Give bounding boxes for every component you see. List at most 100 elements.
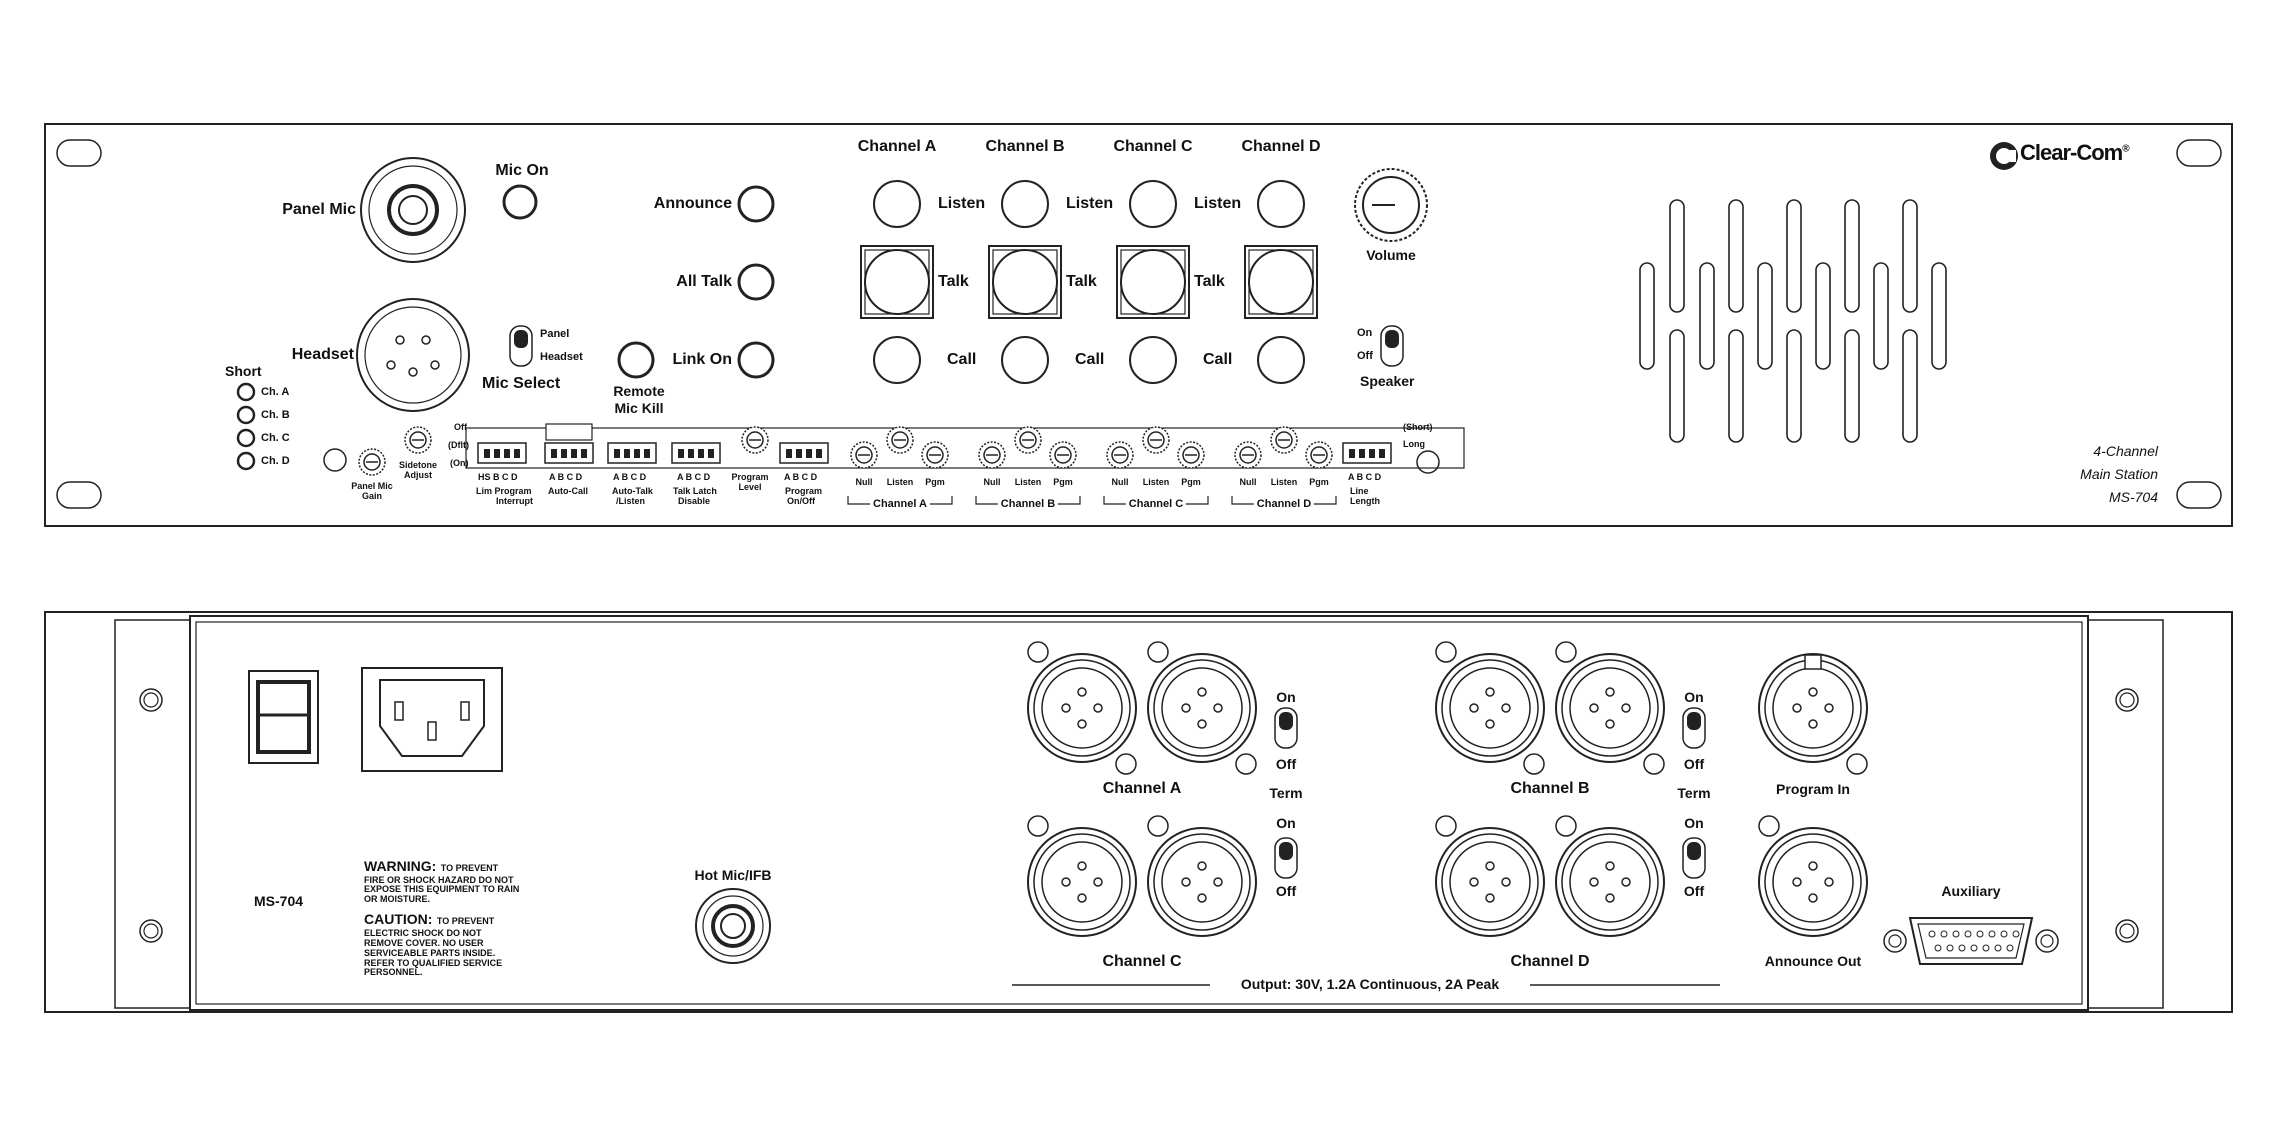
panel-mic-label: Panel Mic bbox=[282, 201, 356, 218]
trim-d-title: Channel D bbox=[1253, 498, 1315, 511]
channel-a-controls bbox=[860, 180, 934, 384]
talk-label-c: Talk bbox=[1194, 273, 1225, 290]
model-line-1: 4-Channel bbox=[2093, 443, 2158, 459]
program-in-label: Program In bbox=[1776, 781, 1850, 797]
trim-d-listen: Listen bbox=[1270, 477, 1298, 487]
model-line-3: MS-704 bbox=[2108, 489, 2158, 505]
dip-autotalk-header: A B C D bbox=[613, 472, 647, 482]
line-length-label-2: Length bbox=[1350, 496, 1380, 506]
term-bd-on-top: On bbox=[1684, 689, 1704, 705]
announce-label: Announce bbox=[653, 195, 732, 212]
headset-label: Headset bbox=[291, 346, 354, 363]
dip-off-label: Off bbox=[454, 422, 467, 432]
link-on-label: Link On bbox=[672, 351, 732, 368]
dip-dflt-label: (Dflt) bbox=[448, 440, 469, 450]
panel-mic-gain-label-2: Gain bbox=[361, 491, 383, 501]
rear-channel-c-label: Channel C bbox=[1102, 953, 1182, 970]
call-label-a: Call bbox=[947, 351, 977, 368]
listen-label-a: Listen bbox=[938, 195, 986, 212]
dip-autotalk-label-2: /Listen bbox=[616, 496, 646, 506]
channel-a-xlr-2 bbox=[1147, 653, 1257, 763]
trim-b-listen: Listen bbox=[1014, 477, 1042, 487]
volume-label: Volume bbox=[1366, 247, 1416, 263]
program-level-label-1: Program bbox=[731, 472, 769, 482]
mic-on-label: Mic On bbox=[495, 162, 549, 179]
short-ch-a: Ch. A bbox=[261, 386, 290, 398]
term-bd-on-bottom: On bbox=[1684, 815, 1704, 831]
announce-button bbox=[737, 185, 775, 223]
channel-b-controls bbox=[988, 180, 1062, 384]
all-talk-label: All Talk bbox=[676, 273, 732, 290]
trim-a-listen: Listen bbox=[886, 477, 914, 487]
channel-a-title: Channel A bbox=[857, 138, 937, 155]
trim-d-pgm: Pgm bbox=[1309, 477, 1329, 487]
dip-hs-label-2: Interrupt bbox=[496, 496, 533, 506]
rear-channel-a-label: Channel A bbox=[1102, 780, 1182, 797]
speaker-grille bbox=[1639, 199, 1947, 443]
sidetone-label-2: Adjust bbox=[404, 470, 432, 480]
channel-b-xlr-2 bbox=[1555, 653, 1665, 763]
trim-b-pgm: Pgm bbox=[1053, 477, 1073, 487]
headset-position-label: Headset bbox=[540, 351, 583, 363]
brand-name: Clear-Com® bbox=[2020, 140, 2130, 165]
trim-a-pgm: Pgm bbox=[925, 477, 945, 487]
talk-label-a: Talk bbox=[938, 273, 969, 290]
trim-c-listen: Listen bbox=[1142, 477, 1170, 487]
dip-program-header: A B C D bbox=[784, 472, 818, 482]
volume-knob bbox=[1354, 168, 1428, 242]
program-level-label-2: Level bbox=[738, 482, 762, 492]
term-bd-label: Term bbox=[1677, 785, 1711, 801]
hot-mic-jack bbox=[695, 888, 771, 964]
all-talk-button bbox=[737, 263, 775, 301]
short-paren-label: (Short) bbox=[1403, 422, 1433, 432]
rear-channel-b-label: Channel B bbox=[1510, 780, 1590, 797]
announce-out-label: Announce Out bbox=[1764, 953, 1862, 969]
trim-b-title: Channel B bbox=[997, 498, 1059, 511]
channel-c-xlr-2 bbox=[1147, 827, 1257, 937]
mic-kill-label: Mic Kill bbox=[614, 400, 664, 416]
trim-c-null: Null bbox=[1111, 477, 1129, 487]
announce-out-xlr bbox=[1758, 827, 1868, 937]
sidetone-label-1: Sidetone bbox=[398, 460, 438, 470]
speaker-on-label: On bbox=[1357, 327, 1373, 339]
auxiliary-label: Auxiliary bbox=[1941, 883, 2001, 899]
program-in-xlr bbox=[1758, 653, 1868, 763]
speaker-switch bbox=[1380, 325, 1404, 367]
dip-latch-header: A B C D bbox=[677, 472, 711, 482]
dip-hs-label: Lim Program bbox=[476, 486, 532, 496]
term-switch-ac-top bbox=[1274, 707, 1298, 749]
trim-c-title: Channel C bbox=[1125, 498, 1187, 511]
call-label-c: Call bbox=[1203, 351, 1233, 368]
dip-program-label: Program bbox=[785, 486, 823, 496]
call-label-b: Call bbox=[1075, 351, 1105, 368]
short-ch-c: Ch. C bbox=[261, 432, 290, 444]
short-ch-d: Ch. D bbox=[261, 455, 290, 467]
channel-d-title: Channel D bbox=[1241, 138, 1321, 155]
term-switch-bd-top bbox=[1682, 707, 1706, 749]
term-ac-off-top: Off bbox=[1275, 756, 1297, 772]
dip-autotalk-label: Auto-Talk bbox=[612, 486, 653, 496]
warning-block: WARNING: TO PREVENT FIRE OR SHOCK HAZARD… bbox=[364, 858, 520, 978]
dip-program-label-2: On/Off bbox=[787, 496, 815, 506]
trim-c-pgm: Pgm bbox=[1181, 477, 1201, 487]
panel-position-label: Panel bbox=[540, 328, 570, 340]
rear-model-label: MS-704 bbox=[254, 893, 304, 909]
dip-autocall-label: Auto-Call bbox=[548, 486, 588, 496]
dip-hs-header: HS B C D bbox=[478, 472, 518, 482]
mic-select-switch bbox=[509, 325, 533, 367]
term-ac-label: Term bbox=[1269, 785, 1303, 801]
dip-autocall-header: A B C D bbox=[549, 472, 583, 482]
channel-a-xlr-1 bbox=[1027, 653, 1137, 763]
mic-select-label: Mic Select bbox=[482, 375, 561, 392]
term-switch-ac-bottom bbox=[1274, 837, 1298, 879]
channel-b-title: Channel B bbox=[985, 138, 1065, 155]
power-switch bbox=[248, 670, 319, 764]
short-leds bbox=[236, 382, 256, 471]
long-label: Long bbox=[1403, 439, 1425, 449]
channel-b-xlr-1 bbox=[1435, 653, 1545, 763]
term-ac-on-top: On bbox=[1276, 689, 1296, 705]
clear-com-logo-icon bbox=[1990, 142, 2018, 170]
rear-channel-d-label: Channel D bbox=[1510, 953, 1590, 970]
